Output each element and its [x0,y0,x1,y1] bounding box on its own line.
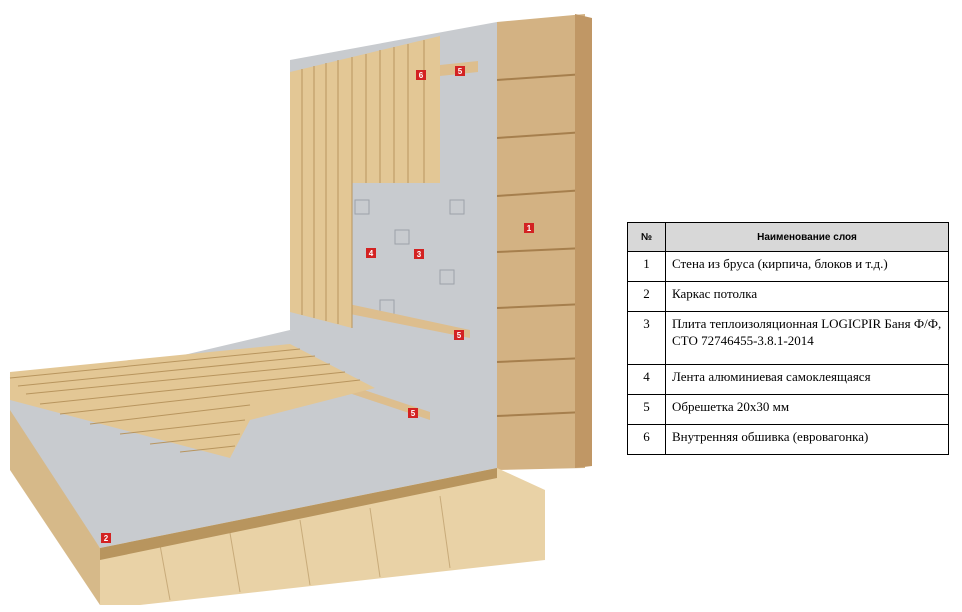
table-row: 6 Внутренняя обшивка (евровагонка) [627,424,949,455]
row-num: 1 [627,251,666,282]
svg-text:5: 5 [458,67,463,76]
svg-text:2: 2 [104,534,109,543]
wall-cladding [290,36,440,328]
ceiling-boards [9,344,375,458]
marker-5-floor: 5 [408,408,418,418]
marker-1: 1 [524,223,534,233]
header-name: Наименование слоя [665,222,949,252]
row-name: Внутренняя обшивка (евровагонка) [665,424,949,455]
row-num: 5 [627,394,666,425]
log-courses [496,73,586,417]
table-row: 1 Стена из бруса (кирпича, блоков и т.д.… [627,251,949,282]
marker-4: 4 [366,248,376,258]
row-num: 6 [627,424,666,455]
svg-text:4: 4 [369,249,374,258]
row-num: 3 [627,311,666,365]
table-row: 4 Лента алюминиевая самоклеящаяся [627,364,949,395]
svg-text:1: 1 [527,224,532,233]
svg-text:3: 3 [417,250,422,259]
wall-batten [330,300,470,338]
table-row: 2 Каркас потолка [627,281,949,312]
marker-2: 2 [101,533,111,543]
svg-text:6: 6 [419,71,424,80]
row-name: Обрешетка 20х30 мм [665,394,949,425]
row-name: Стена из бруса (кирпича, блоков и т.д.) [665,251,949,282]
log-wall [496,14,592,470]
table-row: 3 Плита теплоизоляционная LOGICPIR Баня … [627,311,949,365]
marker-5-mid: 5 [454,330,464,340]
table-header-row: № Наименование слоя [627,222,949,252]
row-name: Каркас потолка [665,281,949,312]
row-num: 4 [627,364,666,395]
row-name: Лента алюминиевая самоклеящаяся [665,364,949,395]
row-name: Плита теплоизоляционная LOGICPIR Баня Ф/… [665,311,949,365]
svg-text:5: 5 [411,409,416,418]
table-row: 5 Обрешетка 20х30 мм [627,394,949,425]
layer-table: № Наименование слоя 1 Стена из бруса (ки… [627,222,949,455]
marker-3: 3 [414,249,424,259]
header-num: № [627,222,666,252]
marker-6: 6 [416,70,426,80]
svg-text:5: 5 [457,331,462,340]
marker-5-top: 5 [455,66,465,76]
row-num: 2 [627,281,666,312]
layer-diagram: 1 2 3 4 5 5 5 6 [9,14,592,605]
